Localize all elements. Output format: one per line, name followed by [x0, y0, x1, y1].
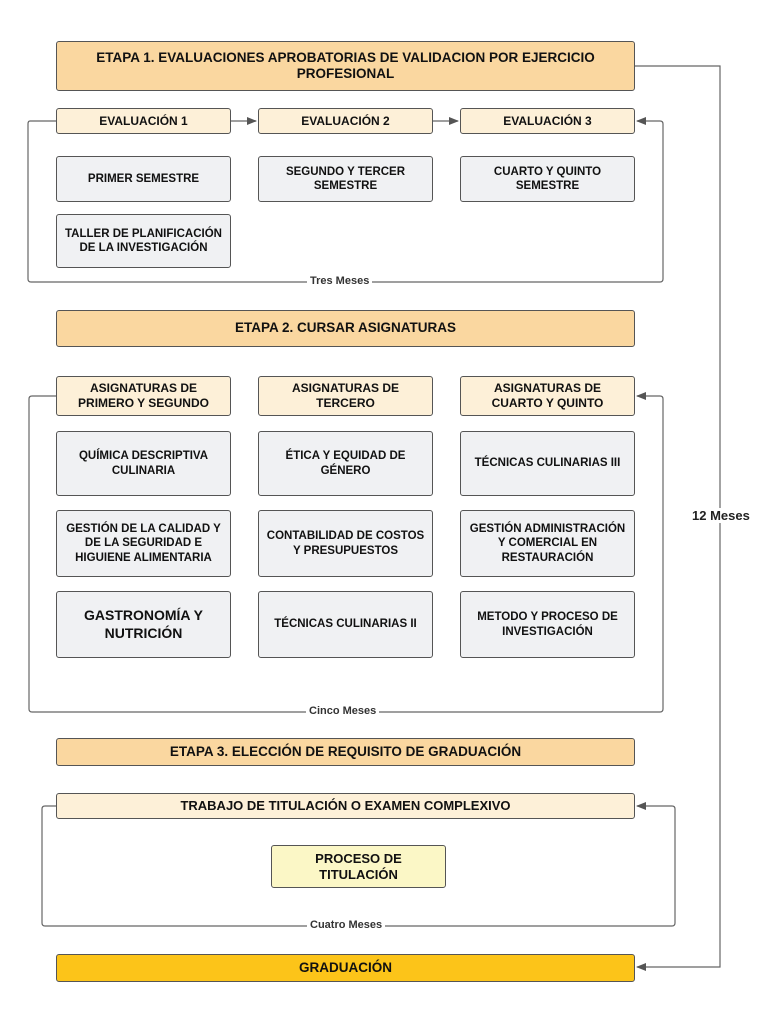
subject-col1-item-3: GASTRONOMÍA Y NUTRICIÓN [56, 591, 231, 658]
stage2-duration-label: Cinco Meses [306, 705, 380, 717]
subjects-col3-header-text: ASIGNATURAS DE CUARTO Y QUINTO [491, 381, 604, 410]
eval3-item-1-text: CUARTO Y QUINTO SEMESTRE [493, 165, 602, 192]
stage1-title-text: ETAPA 1. EVALUACIONES APROBATORIAS DE VA… [96, 49, 595, 81]
stage1-duration-label: Tres Meses [307, 275, 373, 287]
subject-col1-item-3-text: GASTRONOMÍA Y NUTRICIÓN [83, 607, 203, 641]
eval2-item-1-text: SEGUNDO Y TERCER SEMESTRE [285, 165, 406, 192]
subjects-col3-header: ASIGNATURAS DE CUARTO Y QUINTO [460, 376, 635, 416]
titulation-process-text: PROCESO DE TITULACIÓN [315, 850, 402, 882]
eval2-item-1: SEGUNDO Y TERCER SEMESTRE [258, 156, 433, 202]
subject-col2-item-1: ÉTICA Y EQUIDAD DE GÉNERO [258, 431, 433, 496]
eval1-item-1: PRIMER SEMESTRE [56, 156, 231, 202]
subject-col2-item-1-text: ÉTICA Y EQUIDAD DE GÉNERO [285, 450, 406, 477]
eval3-header-text: EVALUACIÓN 3 [503, 113, 592, 128]
eval1-item-2: TALLER DE PLANIFICACIÓN DE LA INVESTIGAC… [56, 214, 231, 268]
graduation-option: TRABAJO DE TITULACIÓN O EXAMEN COMPLEXIV… [56, 793, 635, 819]
subject-col3-item-3-text: METODO Y PROCESO DE INVESTIGACIÓN [477, 611, 618, 638]
eval3-header: EVALUACIÓN 3 [460, 108, 635, 134]
subjects-col2-header: ASIGNATURAS DE TERCERO [258, 376, 433, 416]
stage3-title: ETAPA 3. ELECCIÓN DE REQUISITO DE GRADUA… [56, 738, 635, 766]
subject-col3-item-1: TÉCNICAS CULINARIAS III [460, 431, 635, 496]
subject-col1-item-1: QUÍMICA DESCRIPTIVA CULINARIA [56, 431, 231, 496]
subjects-col2-header-text: ASIGNATURAS DE TERCERO [291, 381, 400, 410]
graduation-text: GRADUACIÓN [299, 959, 392, 975]
titulation-process: PROCESO DE TITULACIÓN [271, 845, 446, 888]
subject-col2-item-3: TÉCNICAS CULINARIAS II [258, 591, 433, 658]
total-duration-label: 12 Meses [689, 508, 753, 523]
subject-col1-item-1-text: QUÍMICA DESCRIPTIVA CULINARIA [78, 450, 209, 477]
subject-col3-item-2-text: GESTIÓN ADMINISTRACIÓN Y COMERCIAL EN RE… [469, 523, 626, 564]
subject-col3-item-2: GESTIÓN ADMINISTRACIÓN Y COMERCIAL EN RE… [460, 510, 635, 577]
stage3-title-text: ETAPA 3. ELECCIÓN DE REQUISITO DE GRADUA… [169, 743, 522, 759]
stage2-title: ETAPA 2. CURSAR ASIGNATURAS [56, 310, 635, 347]
eval1-item-1-text: PRIMER SEMESTRE [87, 172, 200, 185]
subject-col2-item-2: CONTABILIDAD DE COSTOS Y PRESUPUESTOS [258, 510, 433, 577]
graduation-box: GRADUACIÓN [56, 954, 635, 982]
subject-col3-item-3: METODO Y PROCESO DE INVESTIGACIÓN [460, 591, 635, 658]
stage1-title: ETAPA 1. EVALUACIONES APROBATORIAS DE VA… [56, 41, 635, 91]
stage3-duration-label: Cuatro Meses [307, 919, 386, 931]
eval2-header: EVALUACIÓN 2 [258, 108, 433, 134]
subject-col1-item-2: GESTIÓN DE LA CALIDAD Y DE LA SEGURIDAD … [56, 510, 231, 577]
graduation-option-text: TRABAJO DE TITULACIÓN O EXAMEN COMPLEXIV… [180, 798, 511, 814]
subject-col2-item-3-text: TÉCNICAS CULINARIAS II [274, 618, 417, 631]
subject-col1-item-2-text: GESTIÓN DE LA CALIDAD Y DE LA SEGURIDAD … [66, 523, 221, 564]
eval1-header-text: EVALUACIÓN 1 [99, 113, 188, 128]
eval1-header: EVALUACIÓN 1 [56, 108, 231, 134]
eval3-item-1: CUARTO Y QUINTO SEMESTRE [460, 156, 635, 202]
subjects-col1-header: ASIGNATURAS DE PRIMERO Y SEGUNDO [56, 376, 231, 416]
eval2-header-text: EVALUACIÓN 2 [301, 113, 390, 128]
subject-col2-item-2-text: CONTABILIDAD DE COSTOS Y PRESUPUESTOS [266, 530, 425, 557]
subject-col3-item-1-text: TÉCNICAS CULINARIAS III [474, 457, 621, 470]
subjects-col1-header-text: ASIGNATURAS DE PRIMERO Y SEGUNDO [78, 381, 209, 410]
stage2-title-text: ETAPA 2. CURSAR ASIGNATURAS [234, 320, 456, 336]
eval1-item-2-text: TALLER DE PLANIFICACIÓN DE LA INVESTIGAC… [65, 227, 222, 254]
